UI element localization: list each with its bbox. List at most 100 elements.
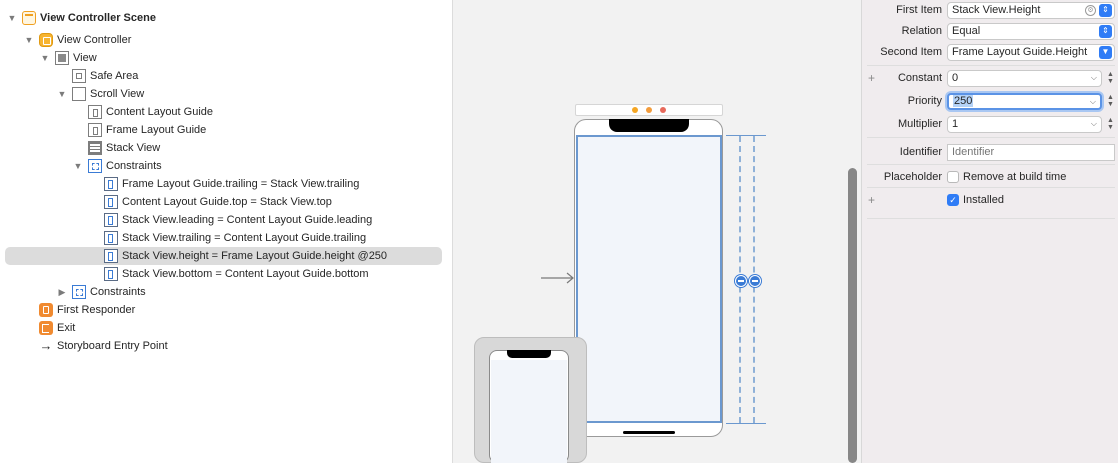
divider <box>867 65 1115 66</box>
constant-row: + Constant 0 ⌵ ▲▼ <box>861 68 1118 88</box>
scene-icon <box>22 11 36 25</box>
exit-dock-icon[interactable] <box>660 107 666 113</box>
constraint-handle-icon[interactable] <box>735 275 747 287</box>
relation-popup[interactable]: Equal ⇕ <box>947 22 1115 40</box>
chevron-updown-icon[interactable]: ⇕ <box>1099 3 1112 17</box>
outline-item-constraints[interactable]: ▶ Constraints <box>56 283 442 301</box>
first-item-popup[interactable]: Stack View.Height ⚙ ⇕ <box>947 1 1115 19</box>
divider <box>867 187 1115 188</box>
chevron-down-icon[interactable]: ▼ <box>1099 45 1112 59</box>
priority-value[interactable]: 250 <box>953 95 974 107</box>
outline-item-frame-layout-guide[interactable]: Frame Layout Guide <box>88 121 442 139</box>
first-responder-dock-icon[interactable] <box>646 107 652 113</box>
outline-item-label: Frame Layout Guide <box>106 124 207 136</box>
canvas-scroll-thumb[interactable] <box>848 168 857 463</box>
entry-point-arrow-icon[interactable] <box>541 271 575 285</box>
constraint-icon <box>104 267 118 281</box>
constraint-icon <box>104 213 118 227</box>
constant-combo[interactable]: 0 ⌵ <box>947 69 1102 87</box>
remove-at-build-time-checkbox[interactable] <box>947 171 959 183</box>
outline-item-constraint[interactable]: Content Layout Guide.top = Stack View.to… <box>104 193 442 211</box>
outline-item-storyboard-entry-point[interactable]: → Storyboard Entry Point <box>39 337 442 355</box>
constraint-handle-icon[interactable] <box>749 275 761 287</box>
priority-combo[interactable]: 250 ⌵ <box>947 92 1102 110</box>
outline-item-first-responder[interactable]: First Responder <box>39 301 442 319</box>
gear-icon[interactable]: ⚙ <box>1085 4 1096 16</box>
outline-item-constraint-selected[interactable]: Stack View.height = Frame Layout Guide.h… <box>5 247 442 265</box>
outline-item-view-controller-scene[interactable]: ▼ View Controller Scene <box>6 9 442 27</box>
outline-item-label: Scroll View <box>90 88 145 100</box>
installed-row: + ✓ Installed <box>861 190 1118 210</box>
outline-item-exit[interactable]: Exit <box>39 319 442 337</box>
constant-value: 0 <box>952 72 959 84</box>
priority-row: Priority 250 ⌵ ▲▼ <box>861 91 1118 111</box>
outline-item-constraints[interactable]: ▼ Constraints <box>72 157 442 175</box>
constraint-top-cap <box>726 135 766 136</box>
scroll-view-canvas[interactable] <box>576 135 722 423</box>
installed-label: Installed <box>963 194 1004 206</box>
disclosure-expanded-icon[interactable]: ▼ <box>40 53 50 63</box>
disclosure-expanded-icon[interactable]: ▼ <box>73 161 83 171</box>
outline-item-constraint[interactable]: Stack View.bottom = Content Layout Guide… <box>104 265 442 283</box>
outline-item-label: Content Layout Guide <box>106 106 214 118</box>
constant-stepper[interactable]: ▲▼ <box>1107 70 1114 85</box>
outline-item-scroll-view[interactable]: ▼ Scroll View <box>56 85 442 103</box>
exit-icon <box>39 321 53 335</box>
divider <box>867 137 1115 138</box>
outline-item-label: View Controller <box>57 34 132 46</box>
outline-item-constraint[interactable]: Stack View.leading = Content Layout Guid… <box>104 211 442 229</box>
outline-item-stack-view[interactable]: Stack View <box>88 139 442 157</box>
minimap-notch <box>507 350 551 358</box>
outline-item-constraint[interactable]: Frame Layout Guide.trailing = Stack View… <box>104 175 442 193</box>
scene-dock[interactable] <box>575 104 723 116</box>
safe-area-icon <box>72 69 86 83</box>
priority-stepper[interactable]: ▲▼ <box>1107 93 1114 108</box>
chevron-down-icon[interactable]: ⌵ <box>1090 118 1097 128</box>
outline-item-label: Constraints <box>106 160 162 172</box>
second-item-label: Second Item <box>880 46 942 58</box>
chevron-down-icon[interactable]: ⌵ <box>1089 96 1096 106</box>
outline-item-label: Content Layout Guide.top = Stack View.to… <box>122 196 332 208</box>
disclosure-expanded-icon[interactable]: ▼ <box>7 13 17 23</box>
multiplier-combo[interactable]: 1 ⌵ <box>947 115 1102 133</box>
view-controller-icon <box>39 33 53 47</box>
divider <box>867 164 1115 165</box>
chevron-updown-icon[interactable]: ⇕ <box>1099 24 1112 38</box>
layout-guide-icon <box>88 123 102 137</box>
outline-item-content-layout-guide[interactable]: Content Layout Guide <box>88 103 442 121</box>
outline-item-constraint[interactable]: Stack View.trailing = Content Layout Gui… <box>104 229 442 247</box>
outline-item-label: Constraints <box>90 286 146 298</box>
installed-checkbox[interactable]: ✓ <box>947 194 959 206</box>
outline-item-label: First Responder <box>57 304 136 316</box>
chevron-down-icon[interactable]: ⌵ <box>1090 72 1097 82</box>
outline-item-label: View <box>73 52 97 64</box>
first-item-label: First Item <box>896 4 942 16</box>
second-item-popup[interactable]: Frame Layout Guide.Height ▼ <box>947 43 1115 61</box>
constraint-icon <box>104 249 118 263</box>
device-notch <box>609 119 689 132</box>
outline-item-label: Exit <box>57 322 76 334</box>
view-controller-dock-icon[interactable] <box>632 107 638 113</box>
outline-item-view[interactable]: ▼ View <box>39 49 442 67</box>
constraints-icon <box>88 159 102 173</box>
plus-icon[interactable]: + <box>868 193 876 207</box>
home-indicator <box>623 431 675 434</box>
constraint-icon <box>104 195 118 209</box>
constraint-icon <box>104 231 118 245</box>
disclosure-expanded-icon[interactable]: ▼ <box>57 89 67 99</box>
outline-item-safe-area[interactable]: Safe Area <box>72 67 442 85</box>
plus-icon[interactable]: + <box>868 71 876 85</box>
multiplier-value: 1 <box>952 118 959 130</box>
identifier-field[interactable] <box>947 143 1115 161</box>
second-item-row: Second Item Frame Layout Guide.Height ▼ <box>861 42 1118 62</box>
outline-item-label: View Controller Scene <box>40 12 156 24</box>
multiplier-label: Multiplier <box>897 118 942 130</box>
disclosure-collapsed-icon[interactable]: ▶ <box>58 286 66 297</box>
outline-item-label: Stack View <box>106 142 161 154</box>
outline-item-view-controller[interactable]: ▼ View Controller <box>23 31 442 49</box>
view-icon <box>55 51 69 65</box>
multiplier-row: Multiplier 1 ⌵ ▲▼ <box>861 114 1118 134</box>
disclosure-expanded-icon[interactable]: ▼ <box>24 35 34 45</box>
constraints-icon <box>72 285 86 299</box>
multiplier-stepper[interactable]: ▲▼ <box>1107 116 1114 131</box>
